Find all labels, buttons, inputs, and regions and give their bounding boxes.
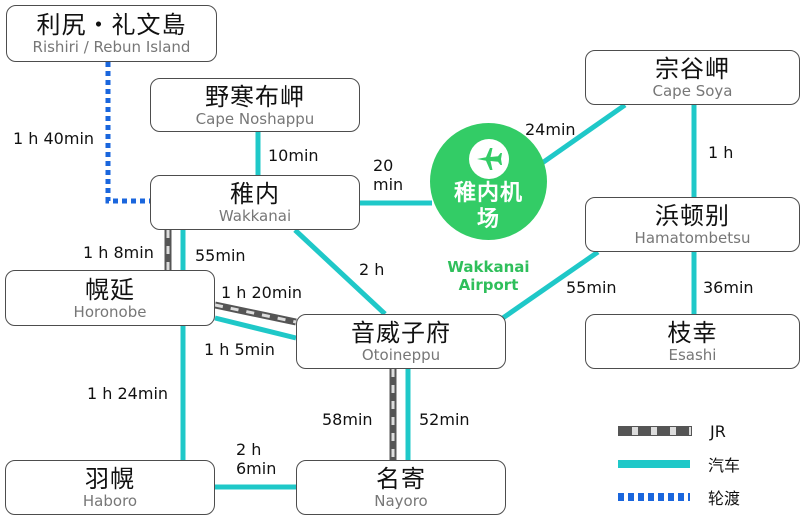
- duration-airport-soya: 24min: [525, 120, 576, 139]
- node-horonobe-en: Horonobe: [73, 302, 147, 321]
- bus-line-hamatombetsu-otoineppu: [498, 249, 600, 323]
- duration-wakkanai-airport-l2: min: [373, 175, 404, 194]
- node-haboro-ja: 羽幌: [85, 465, 135, 493]
- airport-name-en-line2: Airport: [458, 276, 519, 294]
- duration-hamatombetsu-esashi: 36min: [703, 278, 754, 297]
- bus-line-horonobe-otoineppu: [214, 315, 297, 341]
- node-noshappu-ja: 野寒布岬: [205, 82, 305, 111]
- node-hamatombetsu: 浜顿别 Hamatombetsu: [585, 197, 800, 252]
- node-wakkanai-en: Wakkanai: [218, 207, 292, 225]
- node-rishiri: 利尻・礼文島 Rishiri / Rebun Island: [6, 5, 217, 62]
- duration-horonobe-otoineppu-bus: 1 h 5min: [204, 340, 275, 359]
- duration-soya-hamatombetsu: 1 h: [708, 143, 734, 162]
- legend-item-jr: JR: [618, 419, 788, 443]
- node-noshappu-en: Cape Noshappu: [195, 109, 315, 128]
- duration-haboro-nayoro: 2 h 6min: [236, 440, 276, 478]
- duration-otoineppu-nayoro-jr: 58min: [322, 410, 373, 429]
- duration-noshappu-wakkanai: 10min: [268, 146, 319, 165]
- legend-swatch-bus: [618, 460, 690, 468]
- node-hamatombetsu-en: Hamatombetsu: [634, 229, 751, 247]
- duration-hamatombetsu-otoineppu: 55min: [566, 278, 617, 297]
- bus-line-airport-soya: [533, 102, 627, 171]
- airplane-icon: [468, 139, 509, 179]
- node-noshappu: 野寒布岬 Cape Noshappu: [150, 78, 360, 132]
- node-esashi-ja: 枝幸: [667, 319, 718, 347]
- node-rishiri-en: Rishiri / Rebun Island: [32, 38, 191, 56]
- legend-label-bus: 汽车: [708, 456, 741, 475]
- duration-horonobe-haboro: 1 h 24min: [87, 384, 169, 403]
- node-esashi: 枝幸 Esashi: [585, 314, 800, 369]
- duration-horonobe-otoineppu-jr: 1 h 20min: [221, 283, 303, 302]
- legend-item-ferry: 轮渡: [618, 485, 788, 509]
- legend-swatch-jr: [618, 426, 692, 436]
- bus-line-wakkanai-otoineppu: [293, 228, 387, 316]
- node-soya: 宗谷岬 Cape Soya: [585, 50, 800, 105]
- node-esashi-en: Esashi: [668, 346, 717, 364]
- node-haboro-en: Haboro: [82, 492, 138, 510]
- legend-swatch-ferry: [618, 493, 690, 501]
- node-soya-ja: 宗谷岬: [655, 55, 730, 83]
- node-horonobe: 幌延 Horonobe: [5, 270, 215, 326]
- node-wakkanai-ja: 稚内: [230, 180, 280, 208]
- legend-item-bus: 汽车: [618, 452, 788, 476]
- node-otoineppu: 音威子府 Otoineppu: [296, 314, 506, 369]
- legend-label-jr: JR: [710, 421, 726, 441]
- node-otoineppu-ja: 音威子府: [351, 319, 451, 347]
- duration-wakkanai-horonobe-bus: 55min: [195, 246, 246, 265]
- duration-wakkanai-horonobe-jr: 1 h 8min: [83, 243, 154, 262]
- node-otoineppu-en: Otoineppu: [361, 346, 441, 364]
- duration-otoineppu-nayoro-bus: 52min: [419, 410, 470, 429]
- node-nayoro-en: Nayoro: [374, 492, 428, 510]
- node-hamatombetsu-ja: 浜顿别: [655, 202, 730, 230]
- node-rishiri-ja: 利尻・礼文島: [36, 11, 187, 39]
- airport-name-ja: 稚内机场: [453, 181, 523, 232]
- node-nayoro: 名寄 Nayoro: [296, 460, 506, 515]
- airport-name-en: Wakkanai Airport: [430, 258, 547, 294]
- duration-haboro-nayoro-l1: 2 h: [236, 440, 262, 459]
- node-horonobe-ja: 幌延: [85, 275, 135, 304]
- duration-wakkanai-airport: 20 min: [373, 156, 403, 194]
- airport-name-en-line1: Wakkanai: [447, 258, 530, 276]
- node-airport: 稚内机场: [430, 123, 547, 240]
- node-wakkanai: 稚内 Wakkanai: [150, 175, 360, 230]
- node-soya-en: Cape Soya: [652, 82, 733, 100]
- node-haboro: 羽幌 Haboro: [5, 460, 215, 515]
- node-nayoro-ja: 名寄: [376, 465, 426, 493]
- duration-rishiri-wakkanai: 1 h 40min: [13, 129, 95, 148]
- duration-wakkanai-airport-l1: 20: [373, 156, 394, 175]
- ferry-line-rishiri-wakkanai: [105, 62, 150, 204]
- duration-wakkanai-otoineppu: 2 h: [359, 260, 385, 279]
- legend-label-ferry: 轮渡: [708, 489, 741, 508]
- duration-haboro-nayoro-l2: 6min: [236, 459, 277, 478]
